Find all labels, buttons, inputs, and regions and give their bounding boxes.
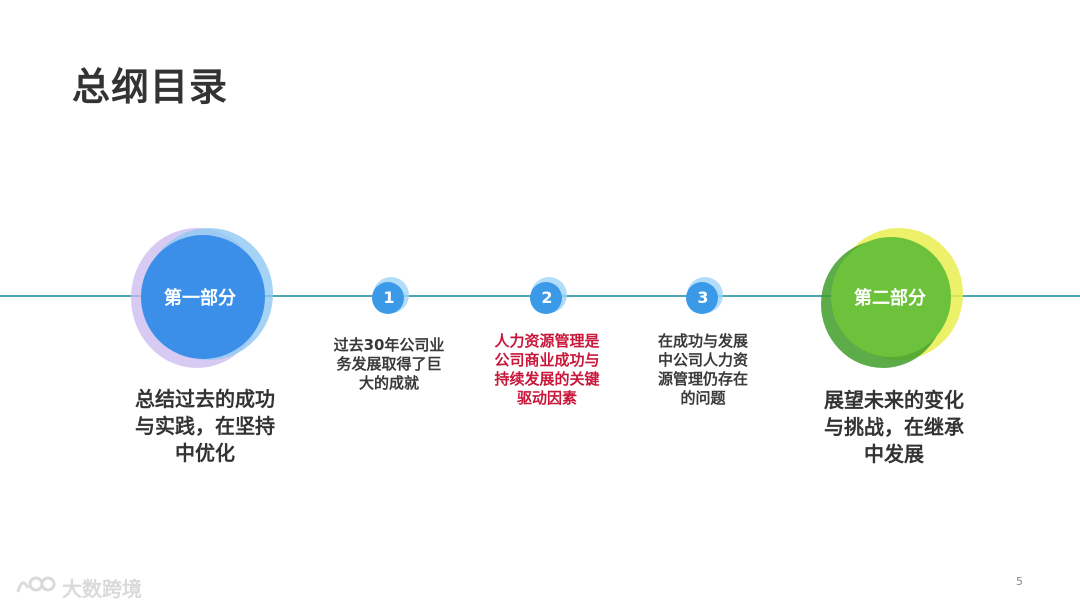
- part2-label: 第二部分: [854, 288, 926, 309]
- page-number: 5: [1016, 575, 1023, 588]
- part1-desc-line: 与实践，在坚持: [135, 414, 275, 438]
- part1-description: 总结过去的成功 与实践，在坚持 中优化: [110, 386, 300, 467]
- node-1: 1: [369, 277, 409, 317]
- part2-description: 展望未来的变化 与挑战，在继承 中发展: [799, 387, 989, 468]
- part2-desc-line: 展望未来的变化: [824, 388, 964, 412]
- node-3-number: 3: [697, 287, 709, 307]
- watermark: 大数跨境: [14, 570, 142, 604]
- node-1-line: 过去30年公司业: [333, 336, 445, 354]
- page-title: 总纲目录: [72, 65, 229, 109]
- node-3-line: 源管理仍存在: [657, 370, 748, 388]
- node-1-number: 1: [383, 287, 395, 307]
- node-2-number: 2: [541, 287, 553, 307]
- node-3-description: 在成功与发展 中公司人力资 源管理仍存在 的问题: [628, 332, 778, 408]
- node-2-line: 驱动因素: [516, 389, 577, 407]
- node-1-line: 大的成就: [358, 374, 419, 392]
- node-1-line: 务发展取得了巨: [336, 355, 442, 373]
- node-2-line: 公司商业成功与: [494, 351, 600, 369]
- watermark-logo-icon: [14, 570, 56, 604]
- part2-desc-line: 中发展: [864, 442, 924, 466]
- node-2-description: 人力资源管理是 公司商业成功与 持续发展的关键 驱动因素: [472, 332, 622, 408]
- node-2-line: 人力资源管理是: [494, 332, 600, 350]
- node-3-line: 的问题: [680, 389, 726, 407]
- watermark-text: 大数跨境: [62, 576, 142, 601]
- node-2-line: 持续发展的关键: [494, 370, 600, 388]
- part1-circle: 第一部分: [125, 222, 275, 372]
- node-2: 2: [527, 277, 567, 317]
- part2-desc-line: 与挑战，在继承: [824, 415, 964, 439]
- node-3-line: 中公司人力资: [657, 351, 748, 369]
- part2-circle: 第二部分: [815, 222, 965, 372]
- node-3: 3: [683, 277, 723, 317]
- node-1-description: 过去30年公司业 务发展取得了巨 大的成就: [314, 336, 464, 393]
- node-3-line: 在成功与发展: [657, 332, 748, 350]
- part1-desc-line: 中优化: [175, 441, 235, 465]
- part1-desc-line: 总结过去的成功: [135, 387, 275, 411]
- part1-label: 第一部分: [164, 288, 236, 309]
